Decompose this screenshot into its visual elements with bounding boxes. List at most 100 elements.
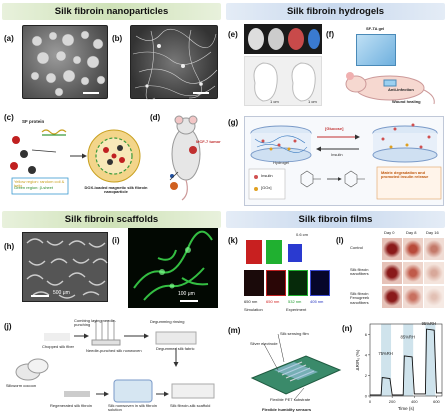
chart-shade-2 [425,324,436,396]
j-cocoon: Silkworm cocoon [5,383,37,388]
chart-xtick-label-3: 600 [433,399,440,404]
j-process [15,320,215,403]
c-legend-green: Green region: β-sheet [14,185,53,190]
j-combing: Combing laying needle-punching [74,318,117,328]
f-mouse [345,72,435,105]
chart-xtick-label-1: 200 [389,399,396,404]
scale-bar [180,300,198,302]
k-exp-blue [310,270,330,296]
g-legend-insulin: Insulin [261,173,273,178]
label-h: (h) [4,242,15,251]
m-sensing: Silk sensing film [280,331,309,336]
l-photo [382,262,402,284]
chart-ytick-label-2: 4 [365,352,368,357]
g-legend-gox: [GOx] [261,185,272,190]
f-wound-label: Wound healing [392,99,421,104]
sem-image-nanoparticles [22,25,108,99]
label-e: (e) [228,30,238,39]
j-degummed: Degummed silk fabric [156,346,195,351]
l-photo [403,286,423,308]
label-l: (l) [336,236,344,245]
g-panel: [Glucose] Insulin Hydrogel Insulin [GOx]… [244,116,444,206]
k-grid [244,240,332,322]
label-f: (f) [326,30,334,39]
chart-ytick-label-0: 0 [365,394,368,399]
l-photo [403,238,423,260]
k-exp-green [288,270,308,296]
chart-ytick-label-1: 2 [365,373,368,378]
chart-ytick-label-3: 6 [365,332,368,337]
l-day-0: Day 0 [384,230,395,235]
chart-frame [369,323,443,397]
c-caption: DOX-loaded magnetic silk fibroin nanopar… [84,185,148,195]
header-films: Silk fibroin films [226,211,445,228]
chart-series-line [370,328,442,396]
h-scale-label: 500 μm [53,290,70,296]
g-glucose: [Glucose] [325,126,344,131]
label-b: (b) [112,34,123,43]
k-wl-3: 405 nm [310,299,324,304]
chart-xtick-label-2: 400 [411,399,418,404]
i-scale-label: 100 μm [178,291,195,297]
chart-xlabel: Time (s) [398,406,415,411]
chart-shade-0 [381,324,392,396]
m-electrode: Silver electrode [250,341,278,346]
g-matrix-text: Matrix degradation and promoted insulin … [381,170,429,180]
k-exp-black [244,270,264,296]
header-scaffolds: Silk fibroin scaffolds [2,211,221,228]
l-photo [424,286,444,308]
label-j: (j) [4,322,12,331]
c-schematic [10,129,141,195]
sem-image-scaffold: 500 μm [22,232,108,302]
e-photo-top [244,24,322,54]
label-g: (g) [228,118,239,127]
c-legend-yellow: Yellow region: random coil & helix [14,179,65,189]
g-insulin: Insulin [331,152,343,157]
chart-xtick-label-0: 0 [369,399,372,404]
chart-annotation-2: 95%RH [422,321,436,326]
k-wl-2: 532 nm [288,299,302,304]
g-hydrogel: Hydrogel [273,160,290,165]
c-sf-protein-label: SF protein [22,119,45,124]
l-photo [382,238,402,260]
fluorescence-image: 100 μm [128,228,218,308]
l-day-8: Day 8 [406,230,417,235]
mouse-illustration [169,115,201,201]
label-i: (i) [112,236,120,245]
l-row-fenugreek: Silk fibroin Fenugreek nanofibers [350,291,370,305]
chart-ylabel: ΔR/R₀ (%) [356,349,360,370]
l-photo [424,262,444,284]
label-d: (d) [150,113,161,122]
l-photo [382,286,402,308]
j-soln: Silk nonwoven in silk fibroin solution [108,403,157,413]
k-exp-red [266,270,286,296]
m-caption: Flexible humidity sensors [262,407,312,412]
scale-bar [193,92,209,94]
j-chopped: Chopped silk fiber [42,344,75,349]
m-pet: Flexible PET substrate [270,397,311,402]
k-experiment: Experiment [286,307,307,312]
k-sim-blue [288,244,302,262]
k-simulation: Simulation [244,307,263,312]
label-c: (c) [4,113,14,122]
j-degumming: Degumming rinsing [150,319,185,324]
d-tumor-label: MCF-7 tumor [196,139,221,144]
chart-shade-1 [403,324,414,396]
sem-image-fibrous [130,25,218,100]
label-n: (n) [342,324,353,333]
m-sensor [250,333,342,401]
k-wl-0: 650 nm [244,299,258,304]
k-scale: 0.6 cm [296,232,309,237]
e-scale-1: 1 cm [270,99,279,104]
k-sim-green [266,240,282,264]
f-gel-cube [356,34,396,66]
f-anti-label: Anti-infection [388,87,414,92]
e-photo-bottom [244,56,322,106]
label-m: (m) [228,326,241,335]
f-gel-label: SF-TA gel [366,26,385,31]
chart-annotation-1: 85%RH [401,334,415,339]
k-sim-red [246,240,262,264]
j-final: Silk fibroin-silk scaffold [170,403,211,408]
